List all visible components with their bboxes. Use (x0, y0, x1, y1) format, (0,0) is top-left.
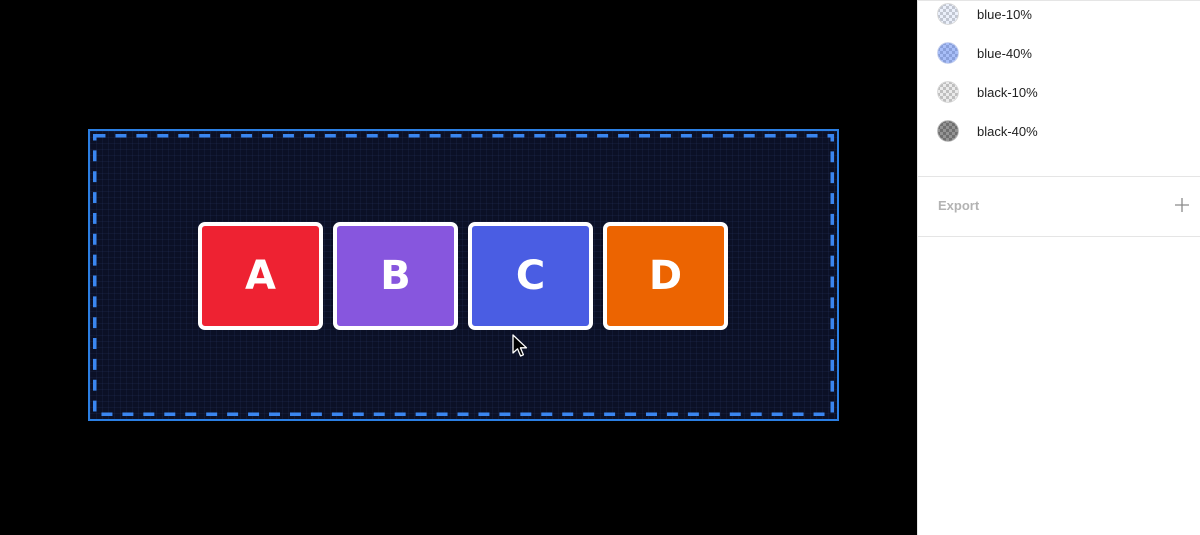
color-style-label: blue-40% (977, 45, 1032, 61)
tile-d-letter: D (648, 253, 683, 299)
color-style-black-10[interactable]: black-10% (918, 77, 1200, 107)
color-style-label: black-10% (977, 84, 1038, 100)
arrow-cursor-icon (512, 334, 528, 358)
tile-a[interactable]: A (198, 222, 323, 330)
swatch-icon (937, 42, 959, 64)
properties-panel: blue-10% (917, 0, 1200, 535)
canvas[interactable]: A B C D (0, 0, 917, 535)
plus-icon[interactable] (1173, 196, 1191, 214)
section-divider (918, 236, 1200, 237)
swatch-icon (937, 3, 959, 25)
swatch-icon (937, 120, 959, 142)
section-divider (918, 176, 1200, 177)
swatch-icon (937, 81, 959, 103)
color-style-blue-10[interactable]: blue-10% (918, 0, 1200, 29)
tile-c-letter: C (515, 253, 546, 299)
color-style-label: black-40% (977, 123, 1038, 139)
tile-d[interactable]: D (603, 222, 728, 330)
panel-top-divider (918, 0, 1200, 1)
color-style-blue-40[interactable]: blue-40% (918, 38, 1200, 68)
tile-b[interactable]: B (333, 222, 458, 330)
tile-a-letter: A (245, 253, 276, 299)
tile-row: A B C D (198, 222, 728, 330)
color-style-label: blue-10% (977, 6, 1032, 22)
tile-b-letter: B (380, 253, 411, 299)
color-style-black-40[interactable]: black-40% (918, 116, 1200, 146)
selected-frame[interactable]: A B C D (88, 129, 839, 421)
tile-c[interactable]: C (468, 222, 593, 330)
export-section-title: Export (938, 198, 980, 213)
